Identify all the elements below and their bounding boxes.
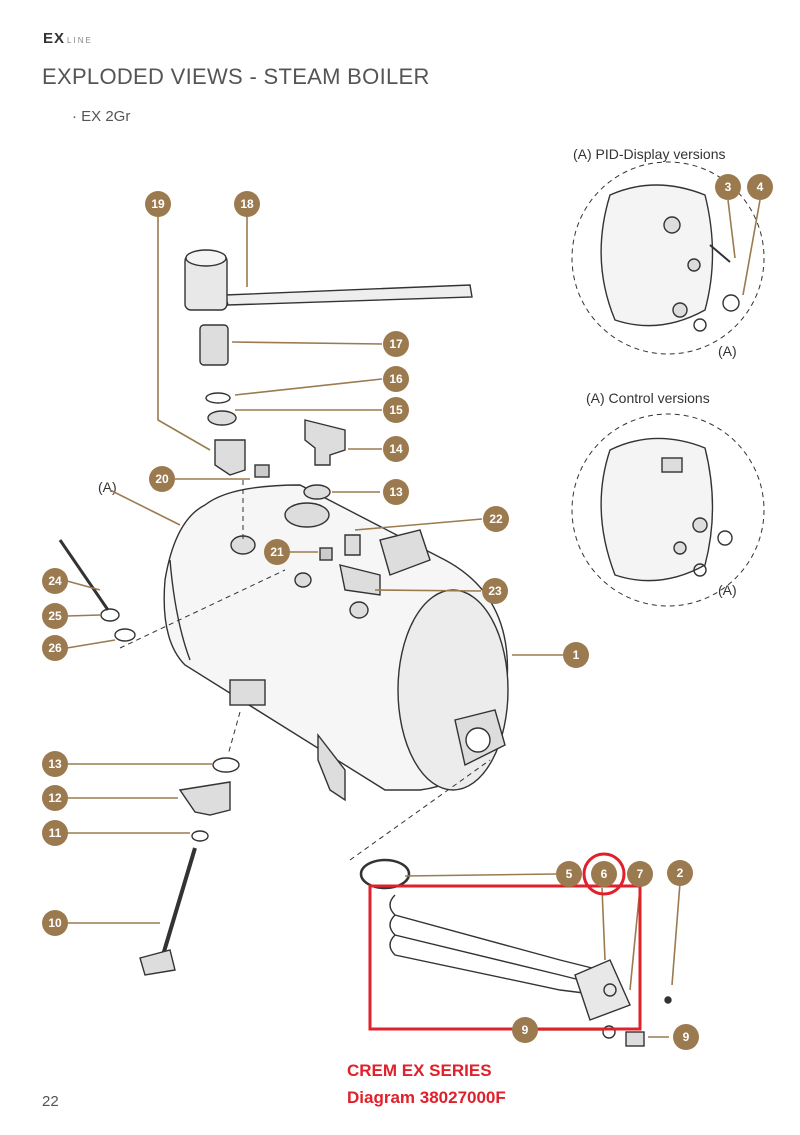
callout-1: 1 <box>563 642 589 668</box>
svg-text:4: 4 <box>757 180 764 194</box>
callout-18: 18 <box>234 191 260 217</box>
annotation-line-1: CREM EX SERIES <box>347 1061 492 1080</box>
svg-text:22: 22 <box>489 512 503 526</box>
callout-3: 3 <box>715 174 741 200</box>
control-versions-label: (A) Control versions <box>586 390 710 406</box>
svg-text:11: 11 <box>49 826 62 840</box>
svg-text:10: 10 <box>48 916 62 930</box>
callout-2: 2 <box>667 860 693 886</box>
svg-text:17: 17 <box>389 337 403 351</box>
crem-annotation: CREM EX SERIES Diagram 38027000F <box>347 1057 506 1111</box>
highlight-circle <box>582 852 626 896</box>
svg-text:12: 12 <box>48 791 62 805</box>
pid-display-label: (A) PID-Display versions <box>573 146 726 162</box>
callout-21: 21 <box>264 539 290 565</box>
callout-24: 24 <box>42 568 68 594</box>
svg-text:19: 19 <box>151 197 165 211</box>
callout-20: 20 <box>149 466 175 492</box>
callout-19: 19 <box>145 191 171 217</box>
page-number: 22 <box>42 1093 59 1110</box>
callout-22: 22 <box>483 506 509 532</box>
callout-16: 16 <box>383 366 409 392</box>
callout-25: 25 <box>42 603 68 629</box>
svg-text:1: 1 <box>573 648 580 662</box>
svg-text:9: 9 <box>522 1023 529 1037</box>
svg-text:23: 23 <box>488 584 502 598</box>
svg-text:7: 7 <box>637 867 644 881</box>
svg-text:26: 26 <box>48 641 62 655</box>
callout-14: 14 <box>383 436 409 462</box>
page-title: EXPLODED VIEWS - STEAM BOILER <box>42 64 430 89</box>
svg-text:18: 18 <box>240 197 254 211</box>
callout-7: 7 <box>627 861 653 887</box>
callout-23: 23 <box>482 578 508 604</box>
pid-end-cap <box>600 184 714 327</box>
callout-17: 17 <box>383 331 409 357</box>
svg-text:15: 15 <box>389 403 403 417</box>
pid-a-marker: (A) <box>718 343 737 359</box>
callout-15: 15 <box>383 397 409 423</box>
part-18-lever <box>224 284 473 306</box>
page-subtitle: · EX 2Gr <box>72 108 131 125</box>
svg-text:14: 14 <box>389 442 403 456</box>
svg-text:5: 5 <box>566 867 573 881</box>
svg-text:6: 6 <box>601 867 608 881</box>
svg-text:9: 9 <box>683 1030 690 1044</box>
callout-13a: 13 <box>42 751 68 777</box>
svg-text:16: 16 <box>389 372 403 386</box>
svg-text:24: 24 <box>48 574 62 588</box>
callout-6: 6 <box>591 861 617 887</box>
svg-text:3: 3 <box>725 180 732 194</box>
boiler-end-cap <box>397 589 509 791</box>
svg-text:21: 21 <box>270 545 284 559</box>
callout-13b: 13 <box>383 479 409 505</box>
svg-text:13: 13 <box>389 485 403 499</box>
callout-12: 12 <box>42 785 68 811</box>
svg-text:25: 25 <box>48 609 62 623</box>
callout-26: 26 <box>42 635 68 661</box>
callout-5: 5 <box>556 861 582 887</box>
callout-9b: 9 <box>673 1024 699 1050</box>
svg-text:20: 20 <box>155 472 169 486</box>
svg-text:2: 2 <box>677 866 684 880</box>
control-a-marker: (A) <box>718 582 737 598</box>
control-end-cap <box>600 437 714 582</box>
annotation-line-2: Diagram 38027000F <box>347 1088 506 1107</box>
callout-4: 4 <box>747 174 773 200</box>
callout-9a: 9 <box>512 1017 538 1043</box>
callout-10: 10 <box>42 910 68 936</box>
callout-11: 11 <box>42 820 68 846</box>
svg-text:13: 13 <box>48 757 62 771</box>
highlight-box <box>368 884 642 1031</box>
